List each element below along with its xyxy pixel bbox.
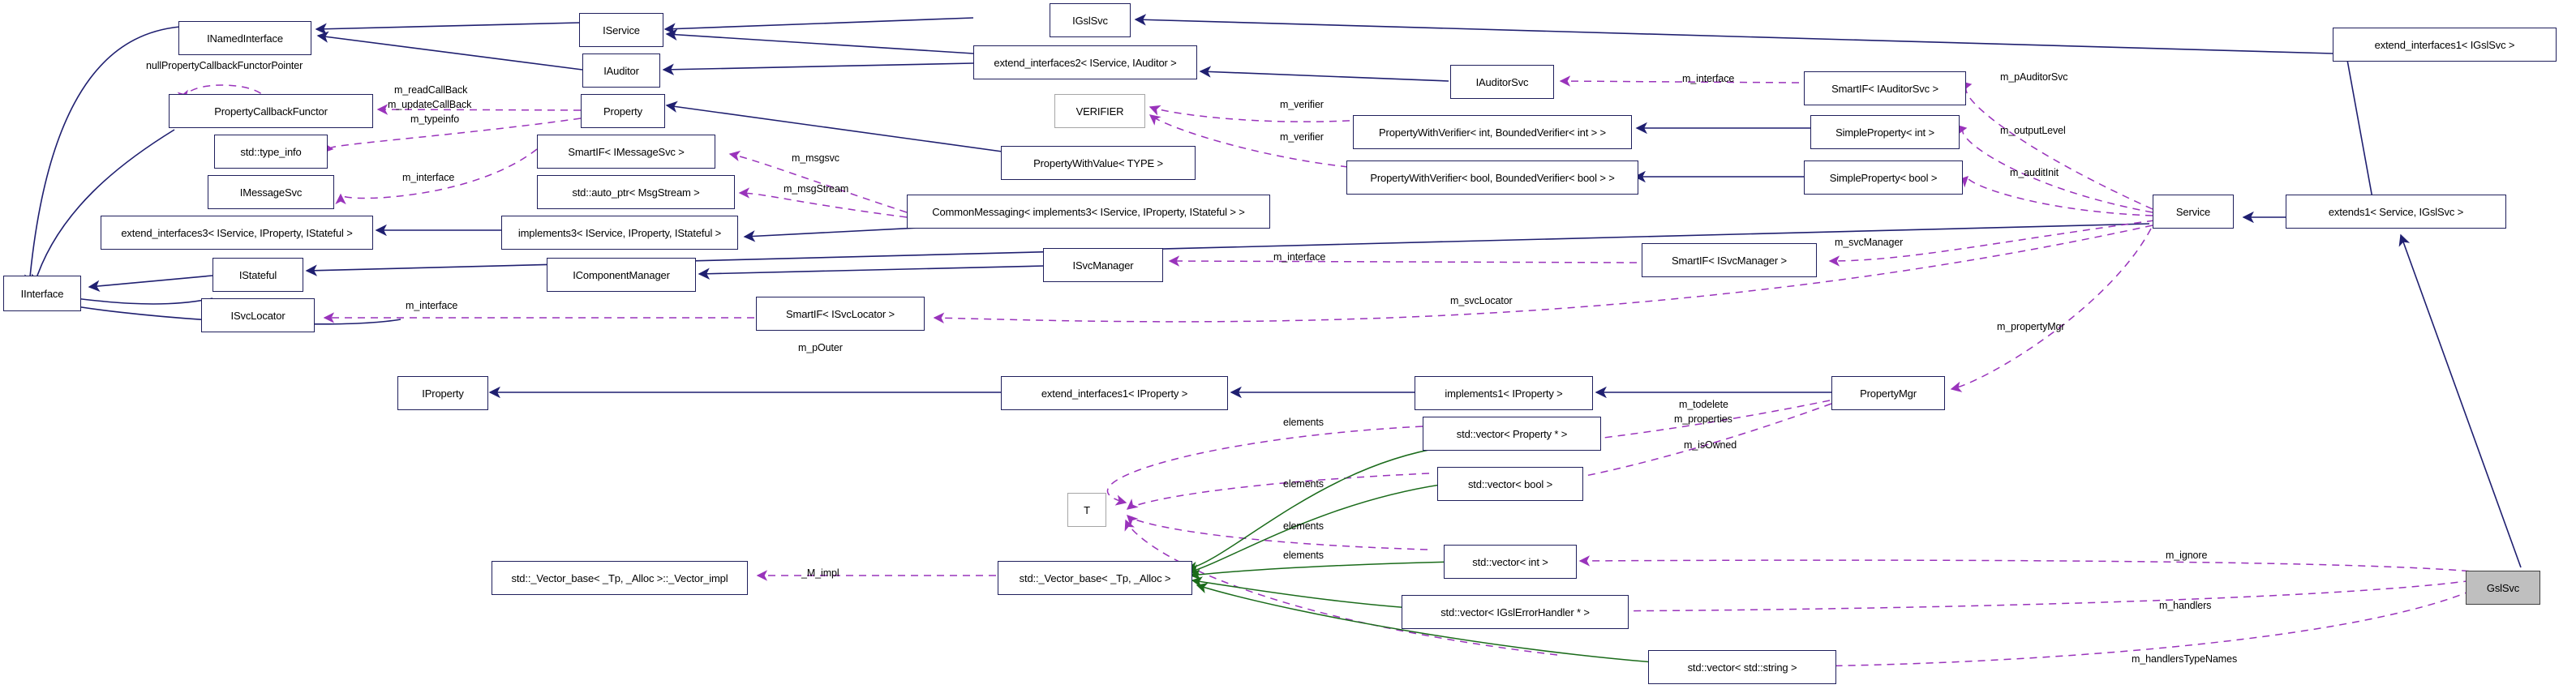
edge-label-m-interface-1: m_interface <box>402 172 455 183</box>
edge-label-m-svclocator: m_svcLocator <box>1450 295 1513 306</box>
class-node-iproperty[interactable]: IProperty <box>397 376 488 410</box>
class-node-t[interactable]: T <box>1067 493 1106 527</box>
class-node-propertywithverifier-int[interactable]: PropertyWithVerifier< int, BoundedVerifi… <box>1353 115 1632 149</box>
class-node-propertymgr[interactable]: PropertyMgr <box>1831 376 1945 410</box>
edge-label-m-svcmanager: m_svcManager <box>1835 237 1904 248</box>
class-node-commonmessaging[interactable]: CommonMessaging< implements3< IService, … <box>907 195 1270 229</box>
edge-label-elements-1: elements <box>1283 417 1324 428</box>
class-node-smartif-iauditorsvc[interactable]: SmartIF< IAuditorSvc > <box>1804 71 1966 105</box>
edge-label-m-handlerstypenames: m_handlersTypeNames <box>2132 653 2238 665</box>
edge-label-m-handlers: m_handlers <box>2159 600 2212 611</box>
edge-label-m-properties: m_properties <box>1674 413 1732 425</box>
edge-label-m-todelete: m_todelete <box>1679 399 1728 410</box>
edge-label-m-interface-2: m_interface <box>406 300 458 311</box>
class-node-simpleproperty-int[interactable]: SimpleProperty< int > <box>1810 115 1960 149</box>
edge-label-m-updatecallback: m_updateCallBack <box>388 99 472 110</box>
class-node-service[interactable]: Service <box>2153 195 2234 229</box>
class-node-smartif-isvclocator[interactable]: SmartIF< ISvcLocator > <box>756 297 925 331</box>
class-node-iinterface[interactable]: IInterface <box>3 276 81 311</box>
class-node-inamedinterface[interactable]: INamedInterface <box>178 21 311 55</box>
class-node-imessagesvc[interactable]: IMessageSvc <box>208 175 334 209</box>
class-node-iauditorsvc[interactable]: IAuditorSvc <box>1450 65 1554 99</box>
edge-label-elements-3: elements <box>1283 520 1324 532</box>
class-node-simpleproperty-bool[interactable]: SimpleProperty< bool > <box>1804 160 1963 195</box>
class-node-vector-string[interactable]: std::vector< std::string > <box>1648 650 1836 684</box>
edge-label-m-pouter: m_pOuter <box>798 342 843 353</box>
class-node-extend-interfaces1-iproperty[interactable]: extend_interfaces1< IProperty > <box>1001 376 1228 410</box>
edge-label-elements-2: elements <box>1283 478 1324 490</box>
class-node-propertycallbackfunctor[interactable]: PropertyCallbackFunctor <box>169 94 373 128</box>
class-node-implements3[interactable]: implements3< IService, IProperty, IState… <box>501 216 738 250</box>
edge-label-m-verifier-1: m_verifier <box>1280 99 1324 110</box>
class-node-vector-bool[interactable]: std::vector< bool > <box>1437 467 1583 501</box>
class-node-smartif-isvcmanager[interactable]: SmartIF< ISvcManager > <box>1642 243 1817 277</box>
class-node-istateful[interactable]: IStateful <box>213 258 303 292</box>
class-node-propertywithverifier-bool[interactable]: PropertyWithVerifier< bool, BoundedVerif… <box>1346 160 1638 195</box>
edge-label-m-msgsvc: m_msgsvc <box>792 152 839 164</box>
edge-label-elements-4: elements <box>1283 550 1324 561</box>
edge-label-m-ignore: m_ignore <box>2166 550 2208 561</box>
class-node-implements1-iproperty[interactable]: implements1< IProperty > <box>1415 376 1593 410</box>
class-node-isvclocator[interactable]: ISvcLocator <box>201 298 315 332</box>
edge-label-m-interface-3: m_interface <box>1682 73 1735 84</box>
class-node-extend-interfaces1-igslsvc[interactable]: extend_interfaces1< IGslSvc > <box>2333 28 2557 62</box>
edge-label-m-msgstream: m_msgStream <box>784 183 849 195</box>
edge-label-m-interface-4: m_interface <box>1273 251 1326 263</box>
class-node-extend-interfaces3[interactable]: extend_interfaces3< IService, IProperty,… <box>101 216 373 250</box>
edge-label-nullpropertycallbackfunctorpointer: nullPropertyCallbackFunctorPointer <box>146 60 303 71</box>
class-node-std-auto-ptr-msgstream[interactable]: std::auto_ptr< MsgStream > <box>537 175 735 209</box>
class-node-iservice[interactable]: IService <box>579 13 663 47</box>
class-node-vector-int[interactable]: std::vector< int > <box>1444 545 1577 579</box>
class-node-iauditor[interactable]: IAuditor <box>582 53 660 88</box>
class-node-vector-base-impl[interactable]: std::_Vector_base< _Tp, _Alloc >::_Vecto… <box>492 561 748 595</box>
class-node-vector-base[interactable]: std::_Vector_base< _Tp, _Alloc > <box>998 561 1192 595</box>
class-node-vector-igslerrorhandler[interactable]: std::vector< IGslErrorHandler * > <box>1402 595 1629 629</box>
class-node-property[interactable]: Property <box>581 94 665 128</box>
edge-label-m-isowned: m_isOwned <box>1684 439 1737 451</box>
edge-label-m-verifier-2: m_verifier <box>1280 131 1324 143</box>
edge-label-m-propertymgr: m_propertyMgr <box>1997 321 2065 332</box>
edge-label-m-readcallback: m_readCallBack <box>394 84 468 96</box>
edge-label--m-impl: _M_impl <box>801 567 839 579</box>
class-node-std-type-info[interactable]: std::type_info <box>214 135 328 169</box>
class-node-gslsvc[interactable]: GslSvc <box>2466 571 2540 605</box>
class-node-extend-interfaces2[interactable]: extend_interfaces2< IService, IAuditor > <box>973 45 1197 79</box>
edge-label-m-typeinfo: m_typeinfo <box>410 113 460 125</box>
class-node-verifier[interactable]: VERIFIER <box>1054 94 1145 128</box>
class-node-igslsvc[interactable]: IGslSvc <box>1050 3 1131 37</box>
edge-label-m-pauditorsvc: m_pAuditorSvc <box>2000 71 2068 83</box>
class-node-isvcmanager[interactable]: ISvcManager <box>1043 248 1163 282</box>
class-node-smartif-imessagesvc[interactable]: SmartIF< IMessageSvc > <box>537 135 715 169</box>
class-node-vector-property[interactable]: std::vector< Property * > <box>1423 417 1601 451</box>
class-node-propertywithvalue[interactable]: PropertyWithValue< TYPE > <box>1001 146 1196 180</box>
edge-label-m-outputlevel: m_outputLevel <box>2000 125 2066 136</box>
class-node-icomponentmanager[interactable]: IComponentManager <box>547 258 696 292</box>
edge-label-m-auditinit: m_auditInit <box>2010 167 2059 178</box>
class-node-extends1[interactable]: extends1< Service, IGslSvc > <box>2286 195 2506 229</box>
